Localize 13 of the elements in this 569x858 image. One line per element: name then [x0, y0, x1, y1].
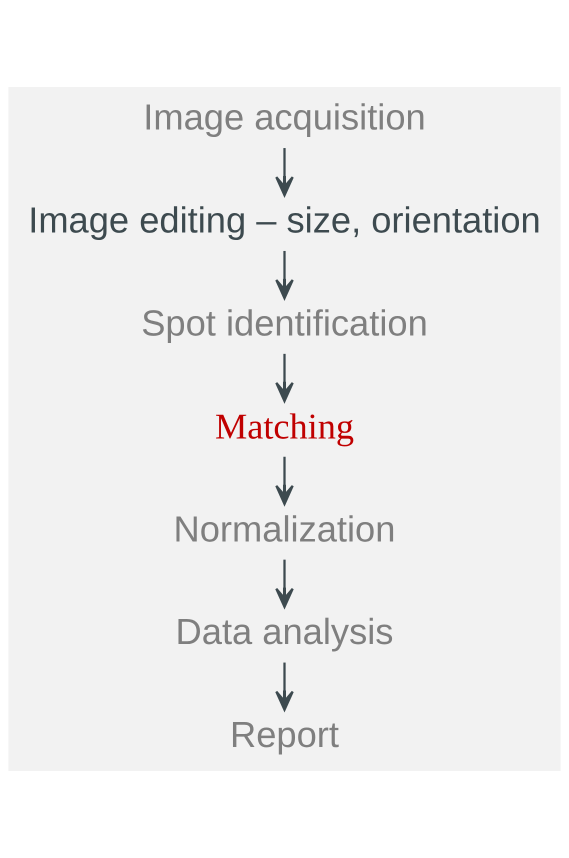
arrow — [275, 354, 294, 402]
node-text: Data analysis — [176, 611, 394, 652]
node-text: Spot identification — [141, 302, 428, 344]
arrow — [275, 560, 294, 608]
arrow — [275, 250, 294, 300]
arrow — [275, 148, 294, 196]
node-text: Matching — [214, 406, 354, 446]
arrow — [275, 662, 294, 711]
node-text: Normalization — [174, 508, 396, 550]
node-text: Report — [230, 714, 339, 756]
arrow — [275, 456, 294, 506]
node-text: Image acquisition — [143, 96, 426, 138]
node-text: Image editing – size, orientation — [28, 200, 541, 241]
